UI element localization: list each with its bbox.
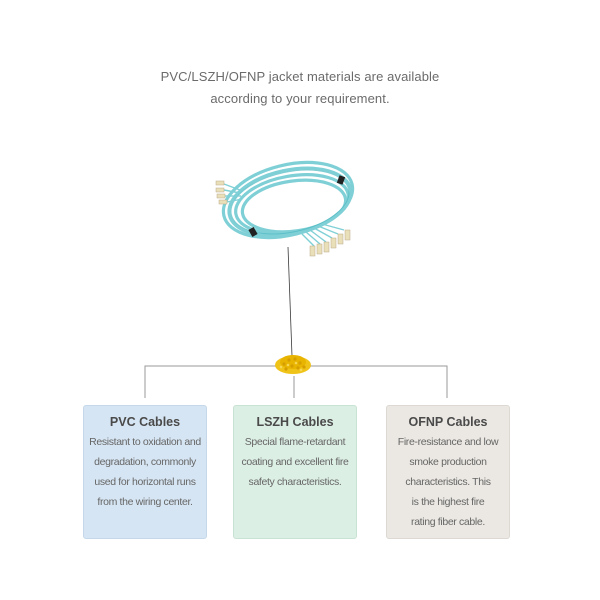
card-text-line: coating and excellent fire <box>241 456 349 468</box>
ofnp-cables-card: OFNP Cables Fire-resistance and low smok… <box>386 405 510 539</box>
card-text-line: is the highest fire <box>411 496 485 508</box>
card-text-line: safety characteristics. <box>248 476 342 488</box>
lszh-cables-card: LSZH Cables Special flame-retardant coat… <box>233 405 357 539</box>
card-text-line: degradation, commonly <box>94 456 196 468</box>
card-title: LSZH Cables <box>256 415 334 429</box>
card-text-line: smoke production <box>409 456 487 468</box>
card-text-line: characteristics. This <box>405 476 491 488</box>
card-text-line: Fire-resistance and low <box>397 436 499 448</box>
card-title: PVC Cables <box>109 415 181 429</box>
intro-line-2: according to your requirement. <box>210 91 390 106</box>
card-text-line: Resistant to oxidation and <box>89 436 201 448</box>
card-text-line: used for horizontal runs <box>94 476 196 488</box>
fiber-cable-coil-image <box>215 160 355 257</box>
card-text-line: Special flame-retardant <box>244 436 346 448</box>
intro-line-1: PVC/LSZH/OFNP jacket materials are avail… <box>160 69 440 84</box>
card-text-line: rating fiber cable. <box>411 516 485 528</box>
card-title: OFNP Cables <box>408 415 488 429</box>
pvc-cables-card: PVC Cables Resistant to oxidation and de… <box>83 405 207 539</box>
card-text-line: from the wiring center. <box>97 496 193 508</box>
jacket-pellets-image <box>275 355 311 374</box>
intro-text: PVC/LSZH/OFNP jacket materials are avail… <box>0 66 600 110</box>
